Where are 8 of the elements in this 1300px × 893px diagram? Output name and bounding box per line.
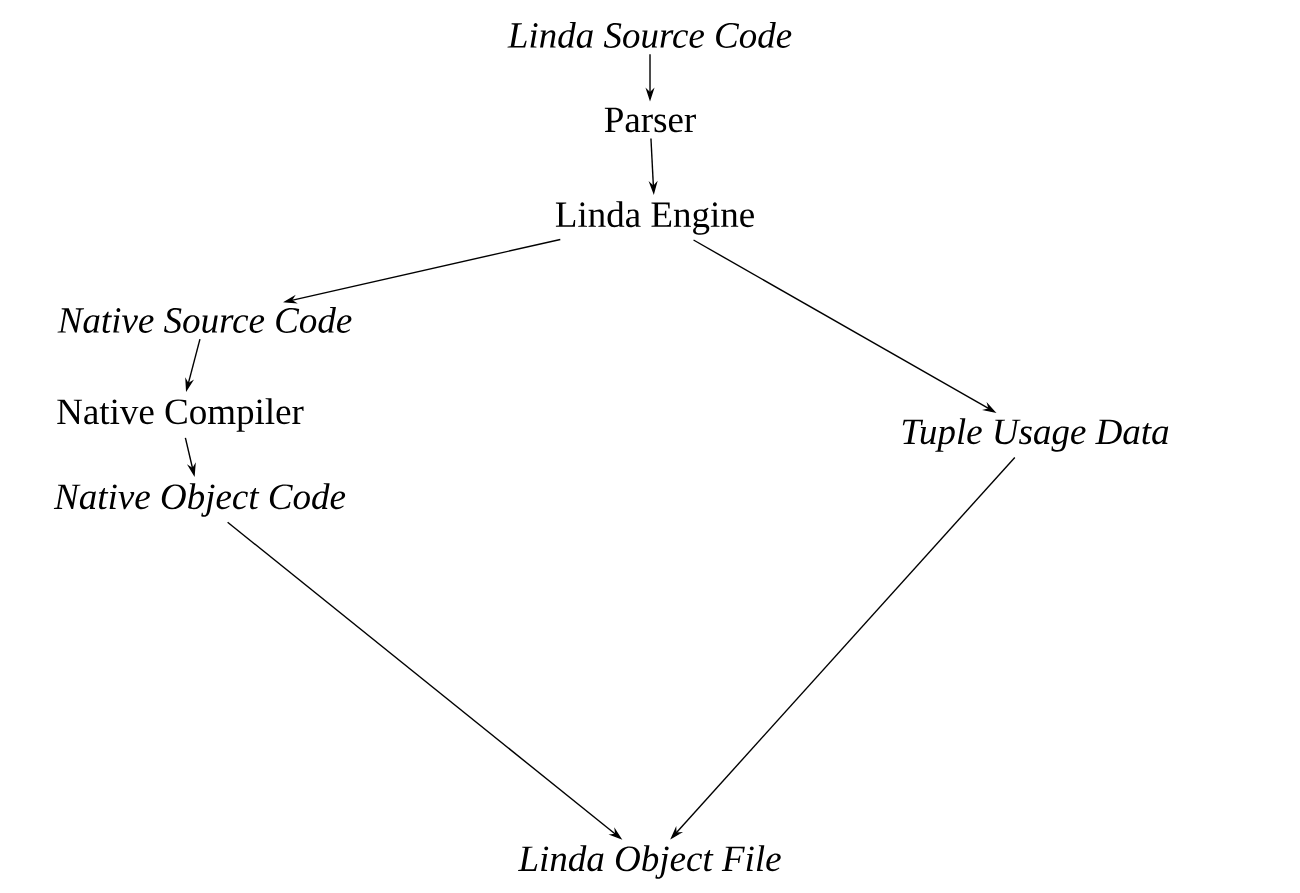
step-label: Linda Object File [518,845,781,879]
step-label: Native Compiler [57,398,304,432]
step-label: Native Source Code [57,306,352,334]
step-label: Linda Engine [555,201,754,235]
step-label: Native Object Code [53,483,346,517]
step-label: Parser [604,107,696,133]
step-label: Linda Source Code [507,21,792,49]
step-label: Tuple Usage Data [902,418,1169,452]
